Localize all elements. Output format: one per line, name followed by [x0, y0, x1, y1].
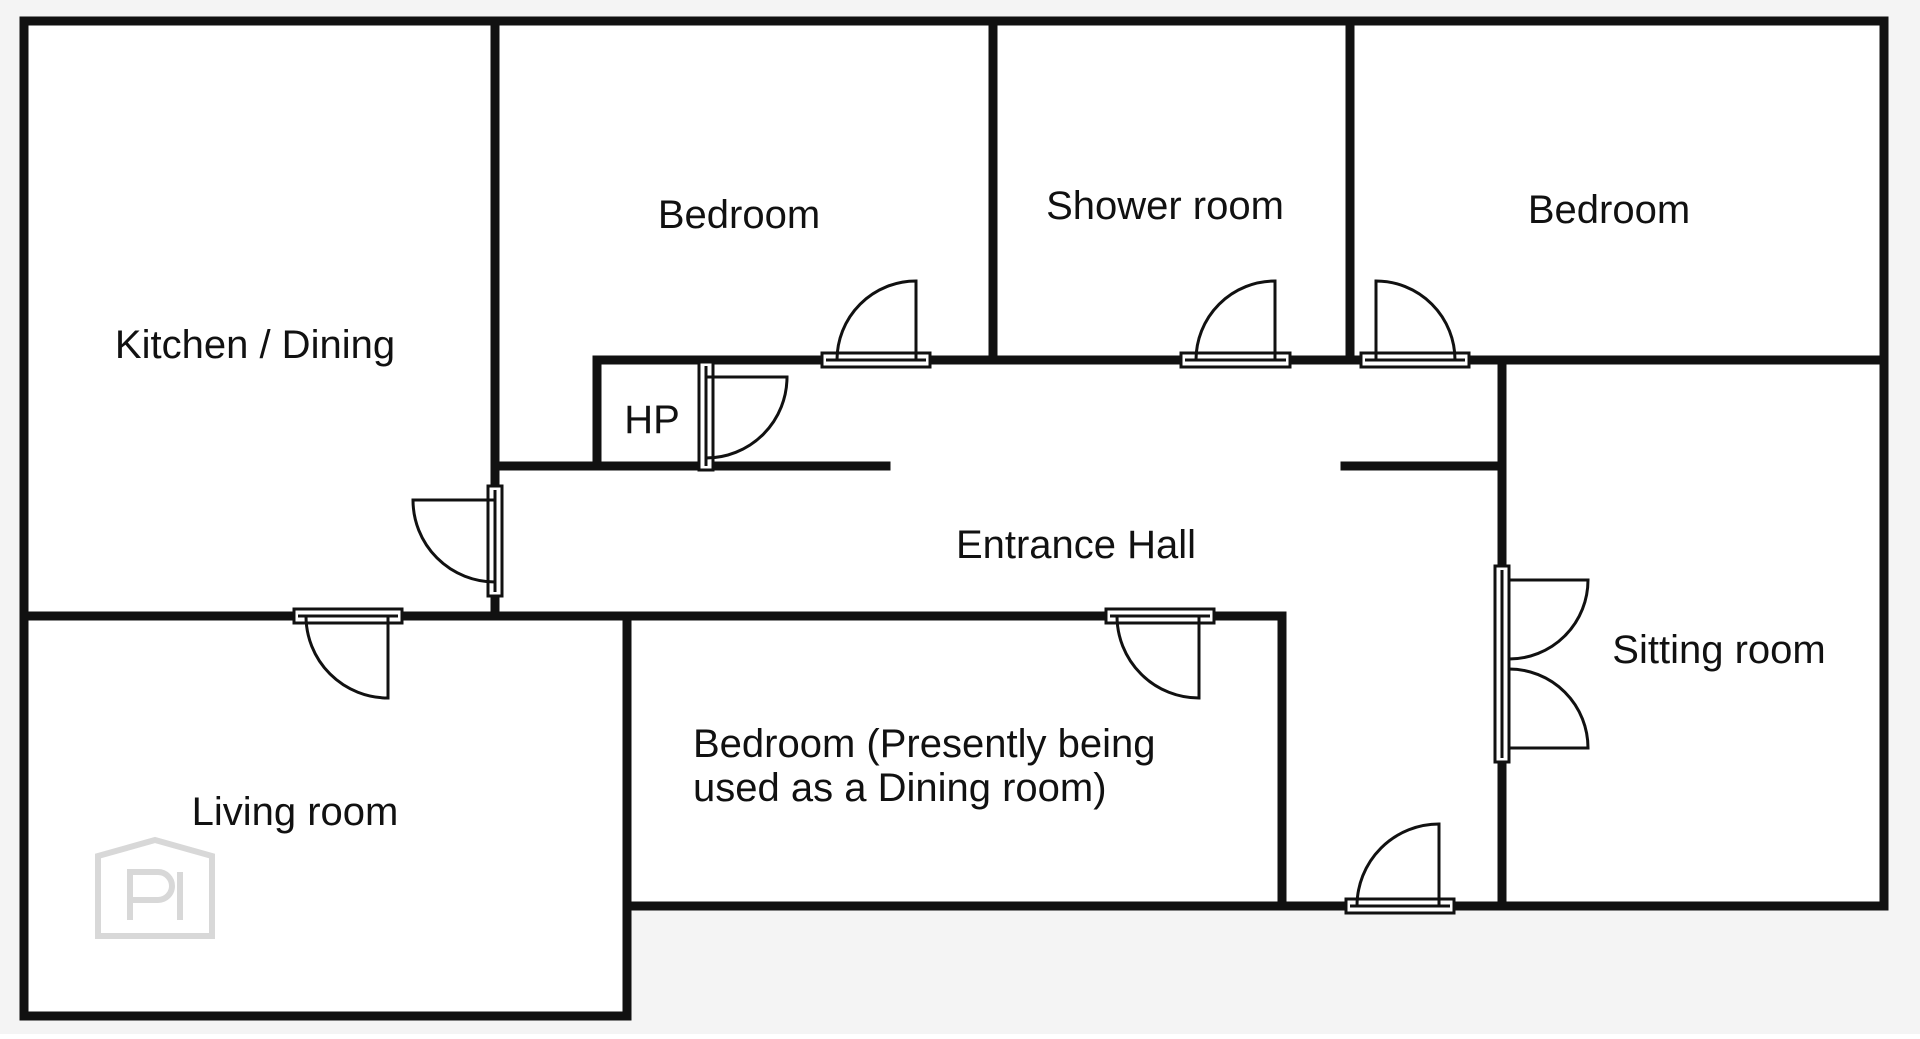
- doors: [292, 279, 1590, 915]
- room-label-shower-room: Shower room: [1046, 184, 1284, 228]
- door-sitting-room-double: [1493, 564, 1590, 764]
- room-label-entrance-hall: Entrance Hall: [956, 523, 1196, 567]
- door-entrance: [1344, 822, 1456, 915]
- room-label-bedroom-dining-line1: Bedroom (Presently being: [693, 722, 1155, 766]
- property-logo-icon: [95, 836, 215, 939]
- room-label-sitting-room: Sitting room: [1612, 628, 1825, 672]
- door-shower-room: [1179, 279, 1292, 369]
- room-label-kitchen-dining: Kitchen / Dining: [115, 323, 395, 367]
- door-kitchen-dining: [411, 484, 504, 598]
- room-label-living-room: Living room: [192, 790, 399, 834]
- room-label-bedroom-dining-line2: used as a Dining room): [693, 766, 1107, 810]
- door-bedroom-top-left: [820, 279, 932, 369]
- door-hp-cupboard: [697, 360, 789, 472]
- room-label-bedroom-top-left: Bedroom: [658, 193, 820, 237]
- floor-area: [24, 21, 1884, 1016]
- door-bedroom-dining: [1104, 607, 1216, 700]
- door-bedroom-top-right: [1359, 279, 1471, 369]
- room-label-bedroom-top-right: Bedroom: [1528, 188, 1690, 232]
- door-living-room: [292, 607, 404, 700]
- walls: [19, 16, 1889, 1021]
- room-label-hp: HP: [624, 398, 680, 442]
